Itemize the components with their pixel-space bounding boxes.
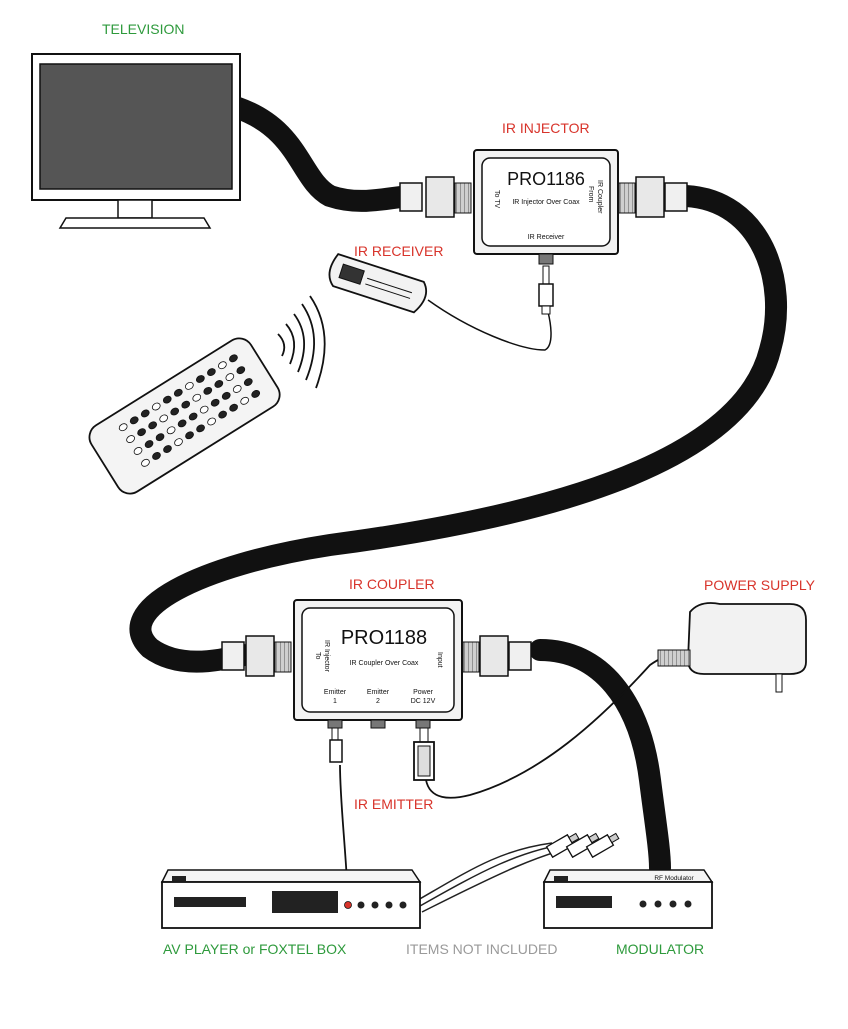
label-ir-injector: IR INJECTOR [502, 120, 590, 136]
injector-model: PRO1186 [507, 169, 585, 189]
remote-button [177, 419, 187, 428]
coupler-emitter1-2: 1 [333, 698, 337, 705]
remote-button [162, 395, 172, 404]
av-cable-1 [417, 842, 553, 901]
remote-button [221, 391, 231, 400]
injector-port-right-1: From [587, 186, 594, 203]
connector-coupler-right [462, 635, 532, 677]
ir-coupler-device: PRO1188 IR Coupler Over Coax To IR Injec… [293, 599, 463, 729]
remote-button [225, 373, 235, 381]
remote-button [229, 403, 238, 412]
connector-coupler-left [221, 635, 292, 677]
av-player-device [160, 869, 422, 929]
remote-button [129, 416, 139, 425]
coupler-port-right: Input [436, 652, 443, 668]
remote-button [137, 428, 146, 437]
coupler-port-left-2: IR Injector [323, 640, 330, 673]
connector-tv-side [399, 176, 472, 218]
remote-buttons [118, 354, 261, 467]
remote-button [151, 402, 161, 411]
remote-button [173, 388, 183, 397]
remote-button [163, 445, 172, 453]
label-av-player: AV PLAYER or FOXTEL BOX [163, 941, 347, 957]
remote-button [210, 398, 220, 407]
injector-port-bottom: IR Receiver [528, 234, 565, 241]
remote-button [174, 438, 183, 447]
coupler-port-left-1: To [314, 652, 321, 660]
remote-button [118, 423, 128, 432]
remote-button [159, 414, 169, 423]
label-television: TELEVISION [102, 21, 185, 37]
injector-subtitle: IR Injector Over Coax [512, 199, 580, 206]
ir-receiver-plug [538, 265, 554, 315]
coupler-subtitle: IR Coupler Over Coax [350, 660, 419, 667]
remote-button [152, 452, 161, 460]
remote-control [88, 295, 326, 495]
label-items-not-included: ITEMS NOT INCLUDED [406, 941, 558, 957]
ir-emitter-plug [329, 727, 343, 763]
remote-button [192, 393, 202, 402]
remote-button [133, 447, 143, 455]
remote-button [188, 412, 198, 421]
remote-button [236, 366, 246, 375]
tv-screen [39, 63, 233, 190]
remote-button [170, 407, 180, 416]
remote-button [243, 378, 253, 386]
remote-button [240, 396, 250, 405]
remote-button [203, 386, 213, 395]
remote-button [185, 431, 194, 440]
remote-button [140, 409, 150, 418]
coax-cable-link [129, 185, 788, 673]
label-ir-coupler: IR COUPLER [349, 576, 435, 592]
power-supply-device [657, 602, 807, 693]
remote-button [207, 368, 216, 377]
remote-button [196, 424, 205, 433]
ir-receiver-device [328, 253, 427, 314]
coax-cable-modulator [529, 639, 671, 879]
power-plug [413, 727, 435, 781]
coupler-power-1: Power [413, 689, 434, 696]
remote-button [141, 458, 150, 467]
connector-injector-right [618, 176, 688, 218]
coupler-emitter2-2: 2 [376, 698, 380, 705]
remote-button [155, 433, 165, 442]
injector-port-left: To TV [493, 190, 500, 208]
label-ir-emitter: IR EMITTER [354, 796, 434, 812]
remote-button [196, 375, 205, 383]
ir-injector-device: PRO1186 IR Injector Over Coax To TV From… [473, 149, 619, 265]
ir-window-indicator [344, 901, 352, 909]
remote-button [148, 421, 157, 430]
coax-cables [129, 97, 788, 879]
label-modulator: MODULATOR [616, 941, 705, 957]
injector-port-right-2: IR Coupler [596, 180, 603, 214]
remote-button [181, 400, 191, 409]
coupler-power-2: DC 12V [411, 698, 436, 705]
television-device [31, 53, 241, 229]
modulator-device: RF Modulator [542, 869, 714, 929]
remote-button [251, 390, 261, 398]
remote-button [218, 361, 227, 370]
remote-button [126, 435, 135, 443]
remote-button [199, 405, 209, 414]
label-power-supply: POWER SUPPLY [704, 577, 815, 593]
remote-button [207, 417, 216, 426]
remote-button [214, 380, 224, 388]
remote-button [232, 385, 242, 393]
modulator-box-label: RF Modulator [654, 875, 694, 882]
ir-signal-waves-icon [277, 295, 326, 389]
coupler-emitter2-1: Emitter [367, 689, 390, 696]
label-ir-receiver: IR RECEIVER [354, 243, 444, 259]
coupler-model: PRO1188 [341, 627, 427, 649]
remote-button [144, 440, 154, 448]
rca-plugs [545, 832, 620, 859]
ir-receiver-wire [427, 299, 552, 351]
remote-button [229, 354, 238, 363]
coupler-emitter1-1: Emitter [324, 689, 347, 696]
remote-button [166, 426, 176, 435]
coax-cable-tv [227, 97, 421, 212]
remote-button [218, 410, 227, 419]
remote-button [184, 381, 194, 390]
